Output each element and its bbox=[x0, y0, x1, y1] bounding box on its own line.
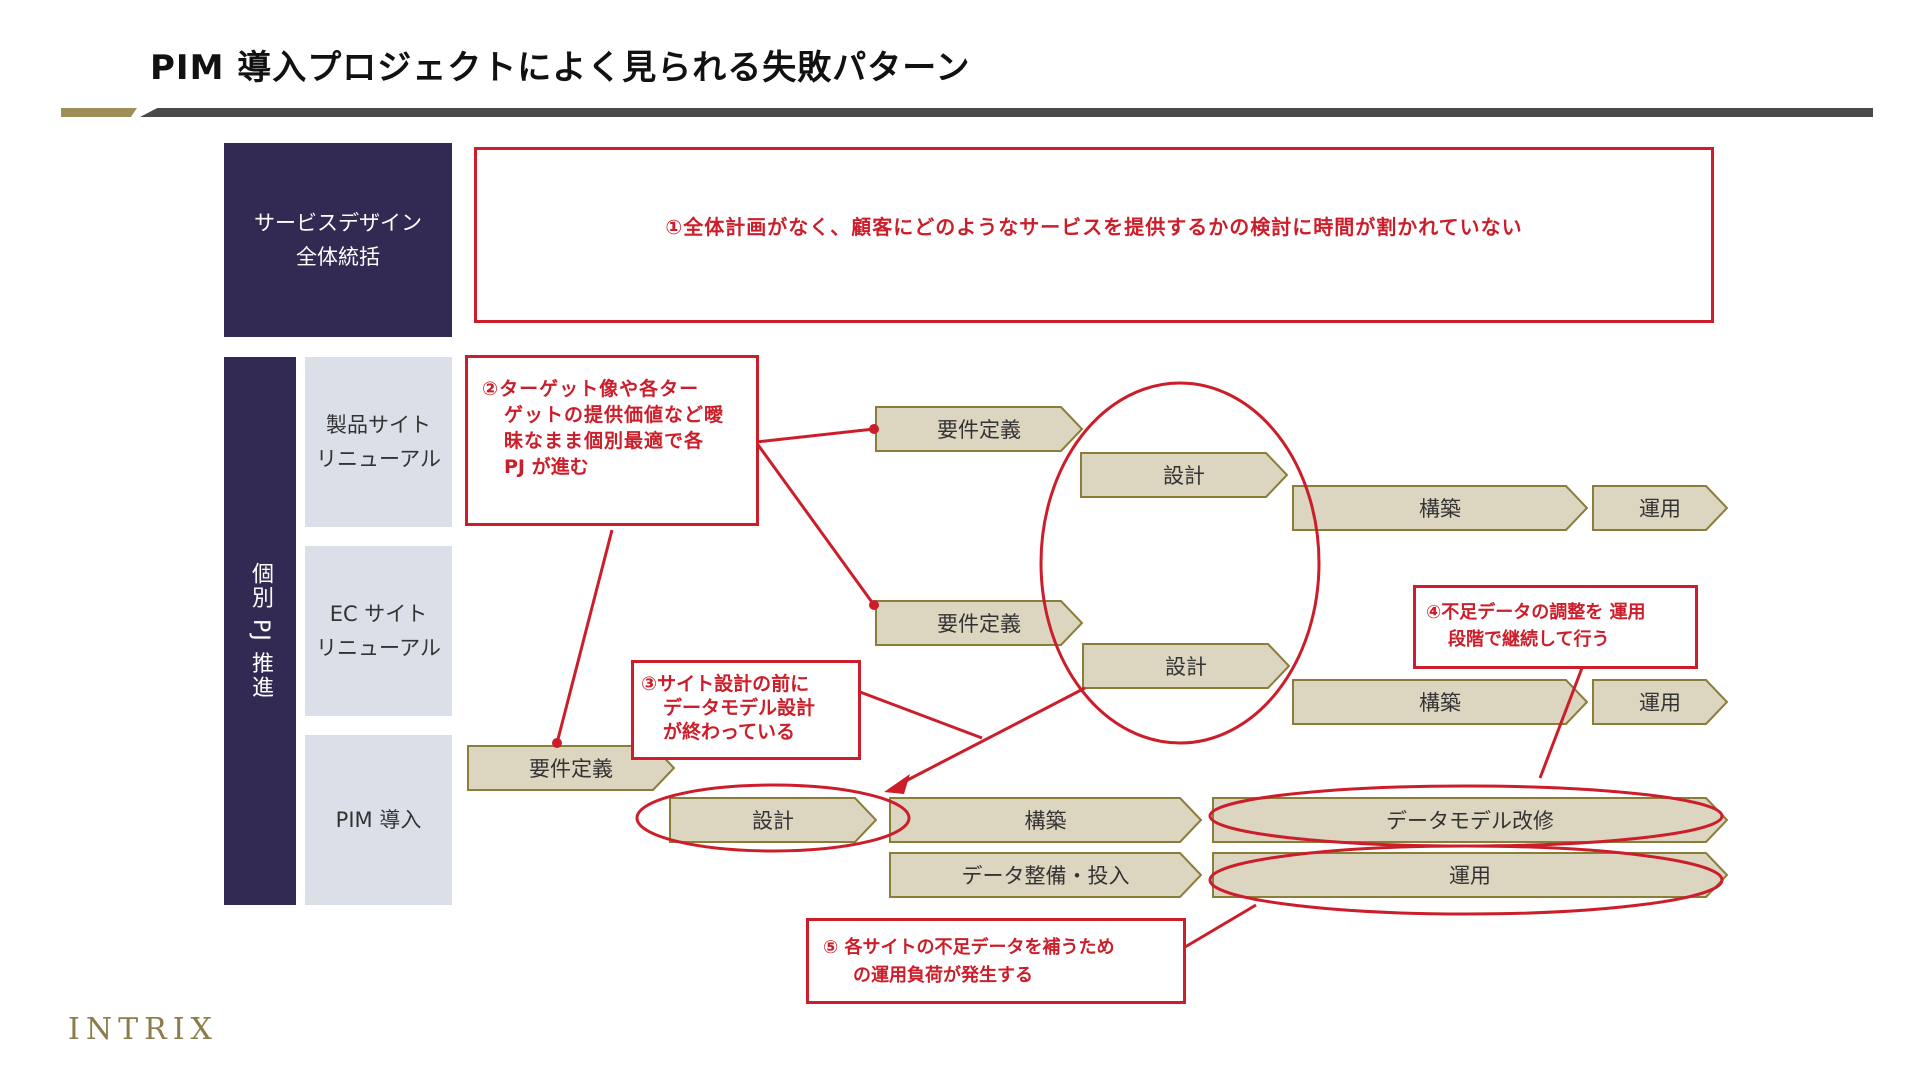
step-ec-design-label: 設計 bbox=[1165, 655, 1207, 679]
connector-design-arrow bbox=[895, 686, 1086, 788]
step-product-requirements: 要件定義 bbox=[875, 406, 1083, 452]
step-product-build: 構築 bbox=[1292, 485, 1588, 531]
step-pim-operation-label: 運用 bbox=[1449, 864, 1491, 888]
callout-3-line1: ③サイト設計の前に bbox=[641, 673, 810, 695]
callout-2-line1: ②ターゲット像や各ター bbox=[482, 378, 700, 400]
connector-dot-pim bbox=[552, 738, 562, 748]
step-ec-requirements: 要件定義 bbox=[875, 600, 1083, 646]
step-product-design-label: 設計 bbox=[1163, 464, 1205, 488]
step-pim-data-model-revision: データモデル改修 bbox=[1212, 797, 1728, 843]
step-pim-build: 構築 bbox=[889, 797, 1202, 843]
step-pim-requirements: 要件定義 bbox=[467, 745, 675, 791]
step-product-operation: 運用 bbox=[1592, 485, 1728, 531]
step-ec-design: 設計 bbox=[1082, 643, 1290, 689]
callout-2-line4: PJ が進む bbox=[504, 456, 589, 478]
arrowhead bbox=[884, 774, 910, 794]
logo: INTRIX bbox=[68, 1012, 218, 1047]
step-pim-data-prep: データ整備・投入 bbox=[889, 852, 1202, 898]
callout-4-line2: 段階で継続して行う bbox=[1448, 629, 1610, 650]
row-header-individual-pj-label: 個別 PJ 推進 bbox=[248, 562, 273, 700]
step-product-operation-label: 運用 bbox=[1639, 497, 1681, 521]
callout-2-line3: 昧なまま個別最適で各 bbox=[504, 430, 705, 452]
row-header-service-design-line2: 全体統括 bbox=[296, 245, 380, 269]
connector-c3 bbox=[859, 690, 983, 740]
step-pim-design-label: 設計 bbox=[752, 809, 794, 833]
connector-c2-pim bbox=[555, 529, 614, 744]
title-rule bbox=[140, 108, 1873, 117]
connector-c5 bbox=[1179, 903, 1257, 952]
callout-2-line2: ゲットの提供価値など曖 bbox=[504, 404, 725, 426]
row-header-product-site: 製品サイト リニューアル bbox=[305, 357, 452, 527]
connector-c4 bbox=[1538, 667, 1584, 779]
step-product-requirements-label: 要件定義 bbox=[937, 418, 1021, 442]
row-header-product-site-line1: 製品サイト bbox=[326, 413, 431, 437]
step-ec-build-label: 構築 bbox=[1419, 691, 1461, 715]
step-pim-build-label: 構築 bbox=[1024, 809, 1067, 833]
callout-1-text: ①全体計画がなく、顧客にどのようなサービスを提供するかの検討に時間が割かれていな… bbox=[665, 214, 1523, 239]
row-header-service-design-line1: サービスデザイン bbox=[254, 211, 422, 235]
step-ec-requirements-label: 要件定義 bbox=[937, 612, 1021, 636]
row-header-individual-pj: 個別 PJ 推進 bbox=[224, 357, 296, 905]
callout-4: ④不足データの調整を 運用 段階で継続して行う bbox=[1413, 585, 1698, 669]
row-header-ec-site-line2: リニューアル bbox=[316, 636, 441, 660]
callout-5-line2: の運用負荷が発生する bbox=[853, 965, 1033, 986]
callout-3-line2: データモデル設計 bbox=[663, 697, 816, 719]
step-pim-data-prep-label: データ整備・投入 bbox=[961, 864, 1130, 888]
callout-3: ③サイト設計の前に データモデル設計 が終わっている bbox=[631, 660, 861, 760]
step-pim-data-model-revision-label: データモデル改修 bbox=[1386, 809, 1554, 833]
step-product-build-label: 構築 bbox=[1419, 497, 1461, 521]
row-header-product-site-line2: リニューアル bbox=[316, 447, 441, 471]
step-pim-design: 設計 bbox=[669, 797, 877, 843]
connector-dot-ec bbox=[869, 600, 879, 610]
title-rule-accent bbox=[61, 108, 137, 117]
callout-3-line3: が終わっている bbox=[663, 721, 796, 743]
row-header-pim-label: PIM 導入 bbox=[335, 808, 422, 832]
row-header-ec-site-line1: EC サイト bbox=[329, 602, 428, 626]
callout-1: ①全体計画がなく、顧客にどのようなサービスを提供するかの検討に時間が割かれていな… bbox=[474, 147, 1714, 323]
page-title: PIM 導入プロジェクトによく見られる失敗パターン bbox=[150, 48, 971, 88]
connector-dot-product bbox=[869, 424, 879, 434]
step-ec-operation: 運用 bbox=[1592, 679, 1728, 725]
callout-4-line1: ④不足データの調整を 運用 bbox=[1426, 602, 1646, 623]
connector-c2-ec bbox=[754, 441, 876, 606]
step-product-design: 設計 bbox=[1080, 452, 1288, 498]
step-ec-operation-label: 運用 bbox=[1639, 691, 1681, 715]
connector-c2-product bbox=[755, 427, 875, 444]
step-pim-requirements-label: 要件定義 bbox=[529, 757, 613, 781]
row-header-service-design: サービスデザイン 全体統括 bbox=[224, 143, 452, 337]
highlight-operation-ellipse bbox=[1208, 844, 1724, 916]
highlight-design-ellipse bbox=[1039, 381, 1321, 745]
callout-2: ②ターゲット像や各ター ゲットの提供価値など曖 昧なまま個別最適で各 PJ が進… bbox=[465, 355, 759, 526]
step-ec-build: 構築 bbox=[1292, 679, 1588, 725]
callout-5: ⑤ 各サイトの不足データを補うため の運用負荷が発生する bbox=[806, 918, 1186, 1004]
row-header-pim: PIM 導入 bbox=[305, 735, 452, 905]
callout-5-line1: ⑤ 各サイトの不足データを補うため bbox=[823, 937, 1115, 958]
highlight-pim-design-ellipse bbox=[635, 783, 911, 853]
row-header-ec-site: EC サイト リニューアル bbox=[305, 546, 452, 716]
